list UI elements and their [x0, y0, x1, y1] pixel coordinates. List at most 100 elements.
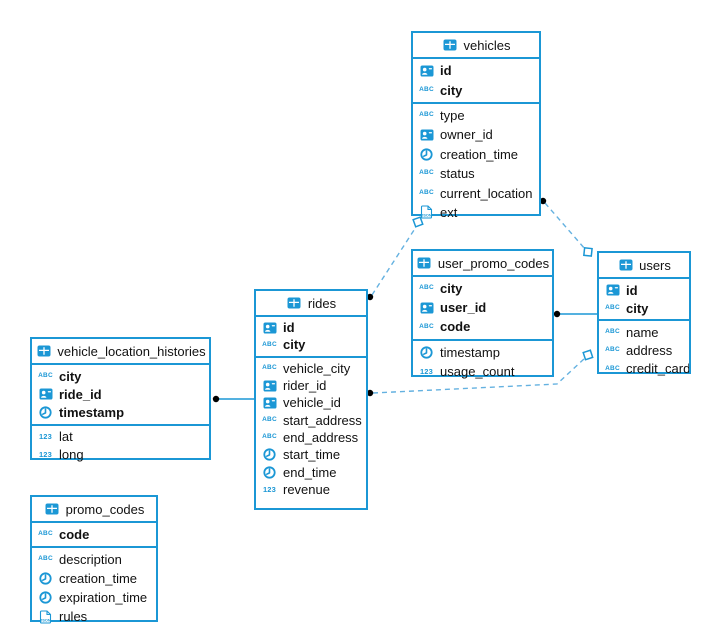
table-icon — [286, 297, 303, 309]
table-header[interactable]: rides — [256, 291, 366, 317]
column-name: end_time — [283, 464, 337, 480]
column-name: city — [626, 300, 649, 316]
abc-icon: ABC — [419, 169, 434, 177]
column-name: vehicle_id — [283, 395, 341, 411]
id-badge-icon — [37, 388, 54, 400]
column-row-id: id — [256, 319, 366, 336]
table-title: user_promo_codes — [437, 255, 550, 271]
number-icon: 123 — [418, 368, 435, 376]
clock-icon — [418, 148, 435, 161]
table-icon — [416, 257, 433, 269]
table-header[interactable]: users — [599, 253, 689, 279]
clock-icon — [37, 591, 54, 604]
abc-icon: ABC — [262, 433, 277, 441]
table-header[interactable]: user_promo_codes — [413, 251, 552, 277]
table-title: rides — [307, 295, 337, 311]
column-row-start_time: start_time — [256, 446, 366, 463]
abc-icon: ABC — [604, 305, 621, 312]
table-title: vehicles — [463, 37, 511, 53]
column-row-timestamp: timestamp — [32, 403, 209, 421]
column-row-city: ABC city — [413, 80, 539, 99]
abc-icon: ABC — [604, 347, 621, 354]
column-name: start_time — [283, 447, 341, 463]
column-row-expiration_time: expiration_time — [32, 588, 156, 607]
abc-icon: ABC — [262, 415, 277, 423]
column-name: vehicle_city — [283, 360, 351, 376]
table-title: promo_codes — [65, 501, 145, 517]
relationship-square-marker — [582, 349, 594, 361]
abc-icon: ABC — [605, 304, 620, 312]
relationship-dot-marker — [366, 389, 374, 397]
abc-icon: ABC — [38, 530, 53, 538]
abc-icon: ABC — [605, 328, 620, 336]
abc-icon: ABC — [419, 85, 434, 93]
relationship-dot-marker — [553, 310, 561, 318]
column-row-user_id: user_id — [413, 298, 552, 317]
column-name: usage_count — [440, 363, 515, 379]
id-badge-icon — [418, 302, 435, 314]
column-name: status — [440, 166, 475, 182]
column-name: credit_card — [626, 361, 689, 377]
table-header[interactable]: vehicles — [413, 33, 539, 59]
column-row-start_address: ABC start_address — [256, 411, 366, 428]
abc-icon: ABC — [37, 372, 54, 380]
column-name: city — [440, 82, 463, 98]
column-name: code — [440, 319, 471, 335]
column-name: current_location — [440, 185, 533, 201]
column-name: timestamp — [59, 404, 125, 420]
abc-icon: ABC — [419, 111, 434, 119]
table-header[interactable]: promo_codes — [32, 497, 156, 523]
number-icon: 123 — [419, 366, 434, 376]
column-name: code — [59, 527, 90, 542]
column-row-current_location: ABC current_location — [413, 183, 539, 202]
table-icon — [442, 39, 459, 51]
table-icon — [44, 503, 61, 515]
abc-icon: ABC — [419, 188, 434, 196]
column-name: type — [440, 107, 465, 123]
column-name: id — [626, 282, 638, 298]
column-row-status: ABC status — [413, 164, 539, 183]
abc-icon: ABC — [418, 170, 435, 177]
number-icon: 123 — [261, 486, 278, 494]
relationship-user_promo_codes-to-users — [553, 310, 599, 318]
column-name: owner_id — [440, 127, 493, 143]
clock-icon — [37, 406, 54, 419]
abc-icon: ABC — [418, 112, 435, 119]
primary-key-section: ABC code — [32, 523, 156, 546]
abc-icon: ABC — [418, 85, 435, 94]
number-icon: 123 — [38, 450, 53, 460]
column-name: start_address — [283, 412, 362, 428]
abc-icon: ABC — [604, 329, 621, 336]
json-icon: JSON — [37, 609, 54, 624]
column-name: description — [59, 552, 122, 567]
column-row-rider_id: rider_id — [256, 377, 366, 394]
clock-icon — [261, 465, 278, 479]
abc-icon: ABC — [418, 188, 435, 197]
abc-icon: ABC — [37, 531, 54, 538]
clock-icon — [37, 572, 54, 585]
column-name: revenue — [283, 481, 330, 497]
column-row-end_time: end_time — [256, 463, 366, 480]
table-header[interactable]: vehicle_location_histories — [32, 339, 209, 365]
number-icon: 123 — [37, 451, 54, 459]
